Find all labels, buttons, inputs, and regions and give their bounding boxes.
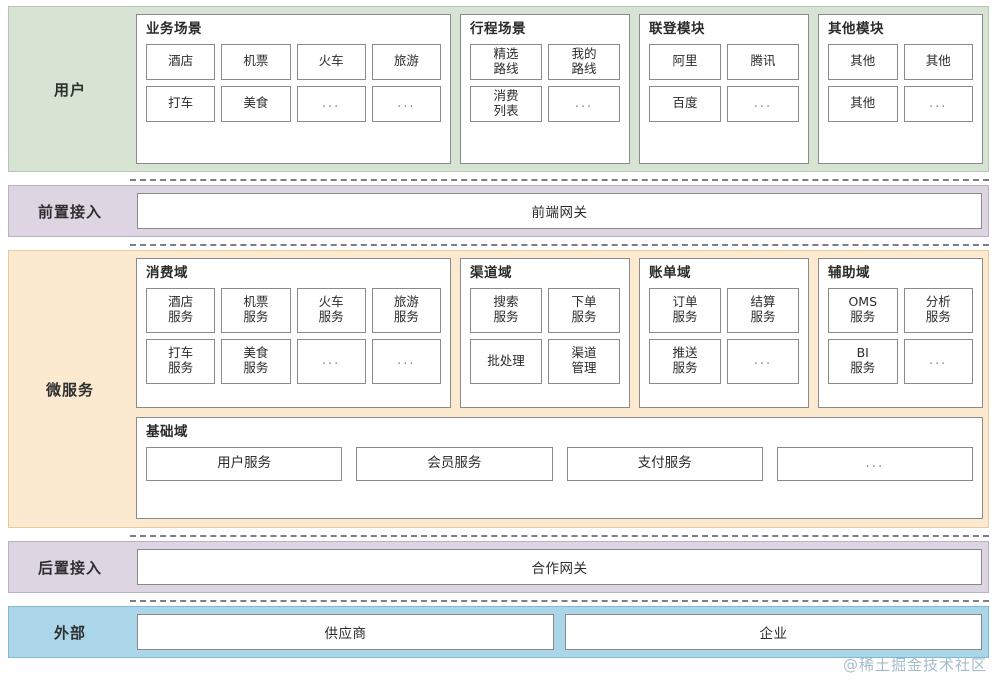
scene-cell[interactable]: 消费 列表 (470, 85, 542, 122)
panel-grid: OMS 服务 分析 服务 BI 服务 ... (828, 287, 973, 399)
service-cell[interactable]: 火车 服务 (296, 287, 366, 333)
layer-external: 外部 供应商 企业 (8, 606, 989, 658)
service-cell[interactable]: 搜索 服务 (470, 287, 542, 333)
panel-title: 行程场景 (470, 21, 526, 37)
layer-label-microservice: 微服务 (45, 380, 94, 399)
panel-title: 消费域 (146, 265, 188, 281)
panel-trip-scene: 行程场景 精选 路线 我的 路线 消费 列表 ... (460, 14, 630, 164)
base-service-cell[interactable]: 会员服务 (356, 446, 553, 481)
panel-base-domain: 基础域 用户服务 会员服务 支付服务 ... (136, 417, 983, 519)
panel-grid: 搜索 服务 下单 服务 批处理 渠道 管理 (470, 287, 620, 399)
layer-back-access: 后置接入 合作网关 (8, 541, 989, 593)
panel-grid: 阿里 腾讯 百度 ... (649, 43, 799, 155)
service-cell[interactable]: 旅游 服务 (371, 287, 441, 333)
service-cell[interactable]: 酒店 服务 (146, 287, 216, 333)
other-cell-more[interactable]: ... (903, 85, 973, 122)
scene-cell[interactable]: 机票 (221, 43, 291, 80)
panel-grid: 酒店 机票 火车 旅游 打车 美食 ... ... (146, 43, 441, 155)
panel-title: 联登模块 (649, 21, 705, 37)
panel-other-module: 其他模块 其他 其他 其他 ... (818, 14, 983, 164)
service-cell-more[interactable]: ... (371, 338, 441, 384)
domain-row: 消费域 酒店 服务 机票 服务 火车 服务 旅游 服务 打车 服务 美食 服务 … (136, 258, 983, 408)
scene-cell[interactable]: 精选 路线 (470, 43, 542, 80)
login-cell[interactable]: 阿里 (649, 43, 721, 80)
panel-title: 其他模块 (828, 21, 884, 37)
layer-label-external: 外部 (53, 623, 86, 642)
scene-cell[interactable]: 火车 (296, 43, 366, 80)
scene-cell[interactable]: 打车 (146, 85, 216, 122)
scene-cell-more[interactable]: ... (296, 85, 366, 122)
panel-business-scene: 业务场景 酒店 机票 火车 旅游 打车 美食 ... ... (136, 14, 451, 164)
layer-body-external: 供应商 企业 (131, 607, 988, 657)
panel-title: 账单域 (649, 265, 691, 281)
panel-grid: 精选 路线 我的 路线 消费 列表 ... (470, 43, 620, 155)
panel-login-module: 联登模块 阿里 腾讯 百度 ... (639, 14, 809, 164)
base-domain-row: 基础域 用户服务 会员服务 支付服务 ... (136, 417, 983, 519)
base-service-cell[interactable]: 支付服务 (566, 446, 763, 481)
other-cell[interactable]: 其他 (903, 43, 973, 80)
base-service-cell-more[interactable]: ... (776, 446, 973, 481)
panel-title: 渠道域 (470, 265, 512, 281)
scene-cell[interactable]: 旅游 (371, 43, 441, 80)
service-cell[interactable]: 下单 服务 (548, 287, 620, 333)
layer-front-access: 前置接入 前端网关 (8, 185, 989, 237)
service-cell[interactable]: 美食 服务 (221, 338, 291, 384)
service-cell[interactable]: 打车 服务 (146, 338, 216, 384)
panel-billing-domain: 账单域 订单 服务 结算 服务 推送 服务 ... (639, 258, 809, 408)
separator-dashed (8, 172, 989, 185)
partner-gateway-bar[interactable]: 合作网关 (137, 549, 982, 585)
layer-body-front-access: 前端网关 (131, 186, 988, 236)
service-cell[interactable]: OMS 服务 (828, 287, 898, 333)
login-cell[interactable]: 百度 (649, 85, 721, 122)
base-service-cell[interactable]: 用户服务 (146, 446, 343, 481)
panel-grid: 其他 其他 其他 ... (828, 43, 973, 155)
layer-label-front-access: 前置接入 (37, 202, 102, 221)
other-cell[interactable]: 其他 (828, 43, 898, 80)
service-cell[interactable]: BI 服务 (828, 338, 898, 384)
login-cell[interactable]: 腾讯 (727, 43, 799, 80)
scene-cell[interactable]: 我的 路线 (548, 43, 620, 80)
layer-label-user: 用户 (53, 80, 86, 99)
service-cell[interactable]: 机票 服务 (221, 287, 291, 333)
layer-user: 用户 业务场景 酒店 机票 火车 旅游 打车 美食 ... ... 行程场景 (8, 6, 989, 172)
panel-title: 业务场景 (146, 21, 202, 37)
other-cell[interactable]: 其他 (828, 85, 898, 122)
service-cell[interactable]: 订单 服务 (649, 287, 721, 333)
service-cell-more[interactable]: ... (727, 338, 799, 384)
layer-body-back-access: 合作网关 (131, 542, 988, 592)
panel-title: 辅助域 (828, 265, 870, 281)
scene-cell[interactable]: 酒店 (146, 43, 216, 80)
layer-body-user: 业务场景 酒店 机票 火车 旅游 打车 美食 ... ... 行程场景 精选 路… (131, 7, 988, 171)
layer-microservice: 微服务 消费域 酒店 服务 机票 服务 火车 服务 旅游 服务 打车 服务 美食… (8, 250, 989, 528)
layer-label-back-access: 后置接入 (37, 558, 102, 577)
separator-dashed (8, 593, 989, 606)
service-cell[interactable]: 批处理 (470, 338, 542, 384)
service-cell[interactable]: 分析 服务 (903, 287, 973, 333)
scene-cell-more[interactable]: ... (548, 85, 620, 122)
login-cell-more[interactable]: ... (727, 85, 799, 122)
service-cell[interactable]: 渠道 管理 (548, 338, 620, 384)
scene-cell[interactable]: 美食 (221, 85, 291, 122)
panel-grid: 酒店 服务 机票 服务 火车 服务 旅游 服务 打车 服务 美食 服务 ... … (146, 287, 441, 399)
enterprise-bar[interactable]: 企业 (565, 614, 982, 650)
layer-body-microservice: 消费域 酒店 服务 机票 服务 火车 服务 旅游 服务 打车 服务 美食 服务 … (131, 251, 988, 527)
separator-dashed (8, 528, 989, 541)
panel-channel-domain: 渠道域 搜索 服务 下单 服务 批处理 渠道 管理 (460, 258, 630, 408)
service-cell-more[interactable]: ... (903, 338, 973, 384)
separator-dashed (8, 237, 989, 250)
panel-grid: 订单 服务 结算 服务 推送 服务 ... (649, 287, 799, 399)
supplier-bar[interactable]: 供应商 (137, 614, 554, 650)
panel-title: 基础域 (146, 424, 188, 440)
service-cell[interactable]: 推送 服务 (649, 338, 721, 384)
panel-grid: 用户服务 会员服务 支付服务 ... (146, 446, 973, 510)
panel-consumption-domain: 消费域 酒店 服务 机票 服务 火车 服务 旅游 服务 打车 服务 美食 服务 … (136, 258, 451, 408)
scene-cell-more[interactable]: ... (371, 85, 441, 122)
frontend-gateway-bar[interactable]: 前端网关 (137, 193, 982, 229)
panel-auxiliary-domain: 辅助域 OMS 服务 分析 服务 BI 服务 ... (818, 258, 983, 408)
service-cell[interactable]: 结算 服务 (727, 287, 799, 333)
service-cell-more[interactable]: ... (296, 338, 366, 384)
